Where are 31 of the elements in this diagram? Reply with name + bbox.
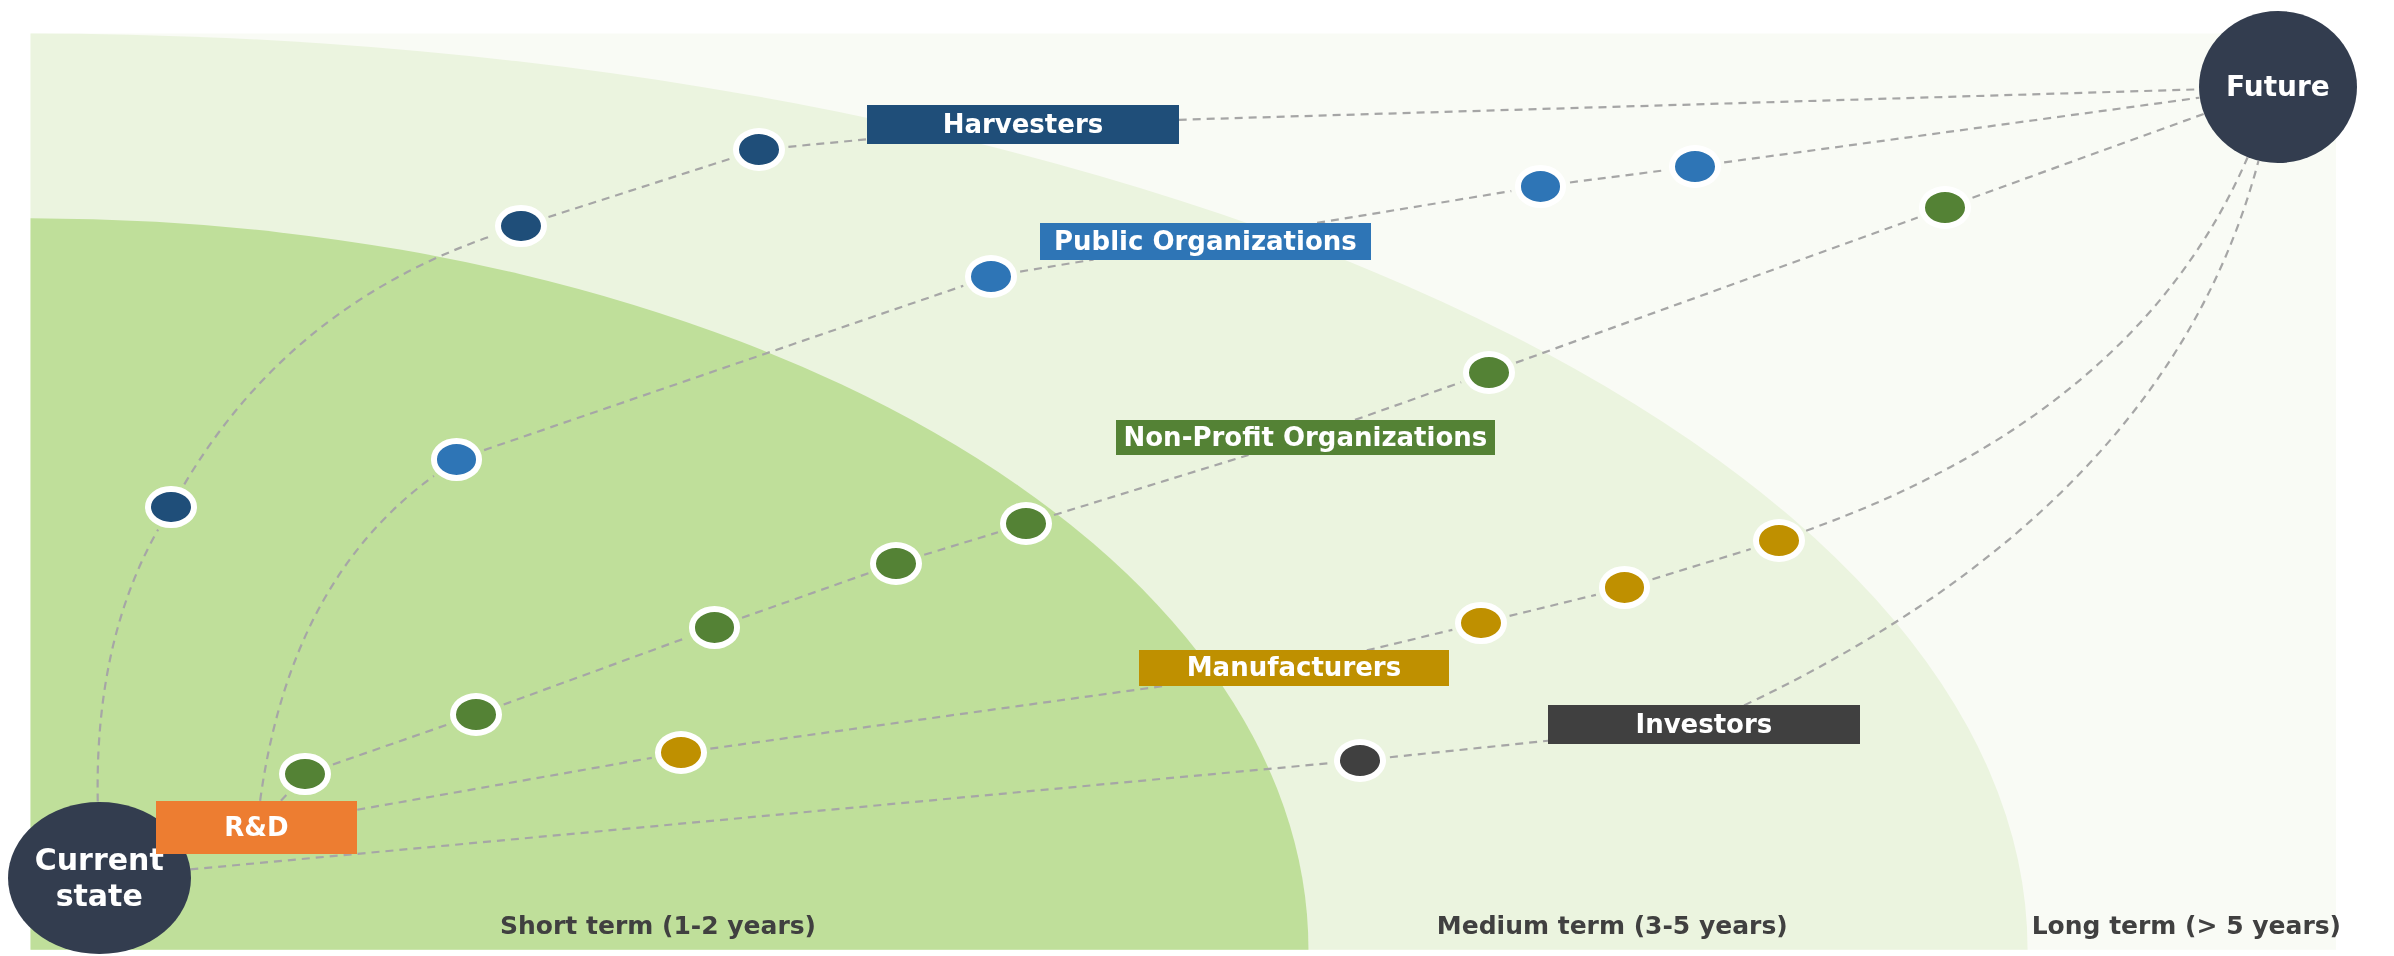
dashed-path-line [1652,548,1752,581]
state-bubble: Future [2198,10,2358,164]
dashed-path-line [357,756,652,811]
dashed-path-line [1019,258,1094,273]
dashed-path-line [1724,96,2200,164]
band-label: Medium term (3-5 years) [1436,910,1788,940]
dashed-path-line [741,572,870,619]
stakeholder-label: Manufacturers [1138,650,1449,686]
dashed-path-line [1354,381,1462,421]
stakeholder-label: Harvesters [867,105,1179,144]
dashed-path-line [1805,157,2249,532]
dashed-path-line [1316,189,1512,224]
dashed-path-line [1743,160,2260,707]
dashed-path-line [1509,593,1597,617]
dashed-path-line [259,475,435,801]
dashed-path-line [1389,739,1549,759]
dashed-path-line [96,529,160,802]
dashed-path-line [1366,628,1453,652]
stakeholder-label: Investors [1548,705,1860,744]
dashed-path-line [1053,453,1249,517]
stakeholder-label: Public Organizations [1039,222,1372,260]
stakeholder-label: Non-Profit Organizations [1116,419,1495,455]
dashed-path-line [1515,216,1919,364]
band-label: Short term (1-2 years) [500,910,817,940]
dashed-path-line [788,138,868,148]
dashed-path-line [1972,112,2205,199]
dashed-path-line [280,793,288,802]
dashed-path-line [548,157,732,219]
band-label: Long term (> 5 years) [2031,910,2342,940]
dashed-path-line [483,284,964,452]
dashed-path-line [923,531,999,556]
